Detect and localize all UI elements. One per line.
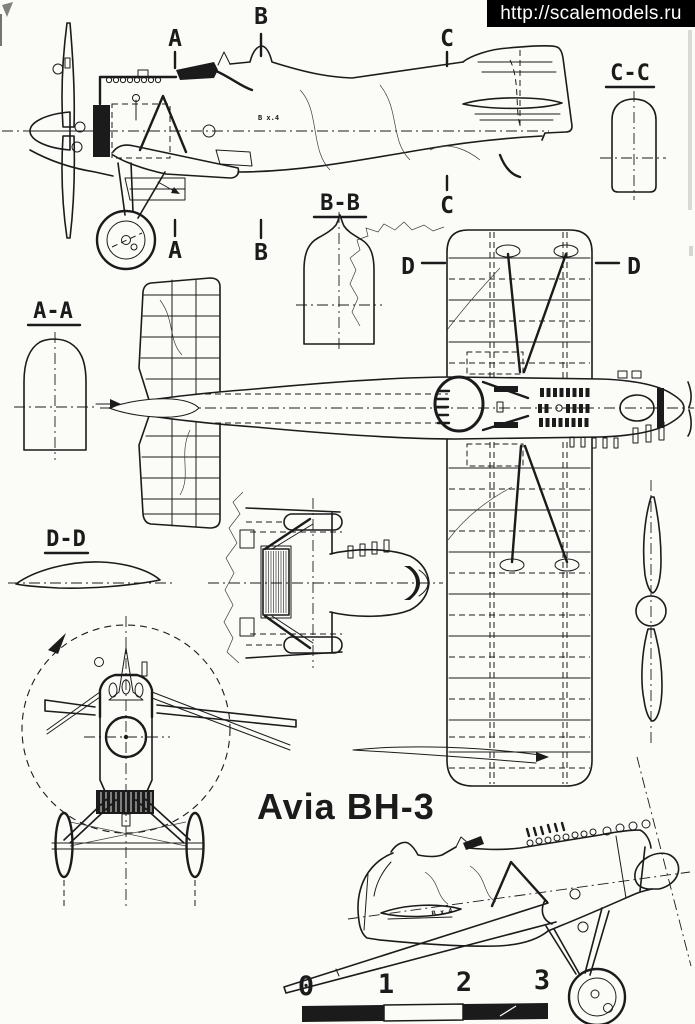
plan-view-wing xyxy=(349,221,593,787)
cut-marker-d-left: D xyxy=(401,254,415,280)
section-a-a: A-A xyxy=(14,299,121,460)
section-label-d-d: D-D xyxy=(46,527,86,552)
section-label-c-c: C-C xyxy=(610,61,650,86)
cut-marker-c-top: C xyxy=(440,26,454,52)
plan-view-wing-struts xyxy=(495,244,580,572)
cut-marker-a-top: A xyxy=(168,26,182,52)
bottom-view-exhaust-stubs xyxy=(347,539,390,559)
side-view-drawing: B x.4 A A B B C C xyxy=(2,4,573,271)
url-banner-text: http://scalemodels.ru xyxy=(500,2,682,24)
section-label-b-b: B-B xyxy=(320,191,360,216)
url-banner: http://scalemodels.ru xyxy=(487,0,695,27)
cut-marker-b-top: B xyxy=(254,4,268,30)
section-c-c: C-C xyxy=(600,61,666,200)
fuselage-marking-side: B x.4 xyxy=(258,114,279,122)
cut-marker-b-bottom: B xyxy=(254,240,268,266)
page-title: Avia BH-3 xyxy=(257,786,435,827)
scale-tick-3: 3 xyxy=(534,965,550,996)
side-exhaust-ports xyxy=(105,76,162,84)
cut-marker-a-bottom: A xyxy=(168,238,182,264)
propeller-front-view xyxy=(635,480,667,745)
cut-marker-d-right: D xyxy=(627,254,641,280)
bottom-view-nose-detail xyxy=(208,491,443,668)
front-view-drawing xyxy=(21,616,297,910)
fuselage-marking-tilted: B x.4 xyxy=(431,907,453,918)
scale-tick-2: 2 xyxy=(456,967,472,998)
section-d-d-airfoil: D-D xyxy=(8,527,172,589)
section-b-b: B-B xyxy=(296,191,382,352)
cut-marker-c-bottom: C xyxy=(440,193,454,219)
section-label-a-a: A-A xyxy=(33,299,73,324)
scale-tick-1: 1 xyxy=(378,969,394,1000)
plan-view-fuselage xyxy=(100,351,694,467)
section-cut-d-markers: D D xyxy=(401,254,641,280)
tilted-side-view-drawing: B x.4 xyxy=(283,746,692,1024)
scale-tick-0: 0 xyxy=(298,971,314,1002)
tilted-exhaust-ports xyxy=(526,819,651,847)
scale-bar: 0 1 2 3 xyxy=(298,965,550,1022)
scan-artifacts xyxy=(0,2,693,256)
plan-exhaust-stubs xyxy=(569,421,665,449)
